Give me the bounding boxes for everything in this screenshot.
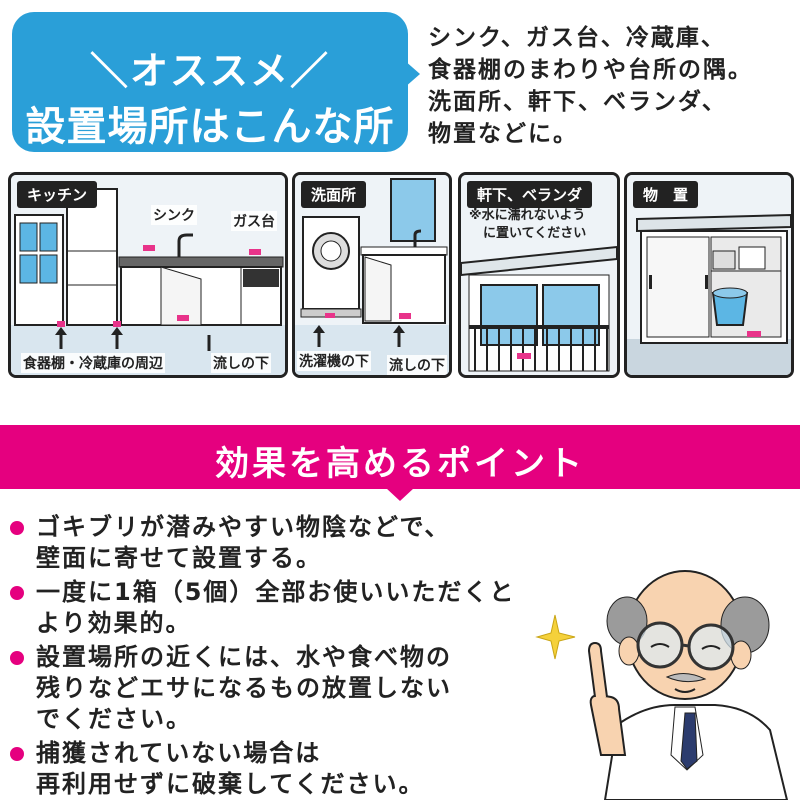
bubble-title-line2: 設置場所はこんな所: [25, 104, 395, 150]
arrow-up-icon: [55, 327, 67, 349]
panel-washroom: 洗面所 洗濯機の下 流しの下: [292, 172, 452, 378]
panel-tag-shed: 物 置: [633, 181, 699, 208]
point-line: 壁面に寄せて設置する。: [36, 544, 322, 572]
list-item: 一度に1箱（5個）全部お使いいただくと より効果的。: [10, 577, 570, 639]
list-item: 捕獲されていない場合は 再利用せずに破棄してください。: [10, 738, 570, 800]
kitchen-illustration: [11, 175, 285, 375]
sparkle-icon: [535, 614, 576, 660]
intro-line: 物置などに。: [428, 121, 578, 147]
intro-line: 食器棚のまわりや台所の隅。: [428, 57, 753, 83]
point-line: より効果的。: [36, 609, 192, 637]
effect-points-list: ゴキブリが潜みやすい物陰などで、 壁面に寄せて設置する。 一度に1箱（5個）全部…: [10, 512, 570, 803]
intro-line: 洗面所、軒下、ベランダ、: [428, 89, 727, 115]
effect-heading-band: 効果を高めるポイント: [0, 425, 800, 489]
panel-tag-veranda: 軒下、ベランダ: [467, 181, 593, 208]
panel-tag-kitchen: キッチン: [17, 181, 98, 208]
veranda-note-line1: ※水に濡れないよう: [469, 208, 586, 223]
shed-illustration: [627, 175, 791, 375]
veranda-note-line2: に置いてください: [483, 226, 587, 241]
list-item: ゴキブリが潜みやすい物陰などで、 壁面に寄せて設置する。: [10, 512, 570, 574]
bullet-dot-icon: [10, 586, 24, 600]
point-line: 捕獲されていない場合は: [36, 739, 322, 767]
label-under-sink: 流しの下: [211, 353, 271, 373]
arrow-up-icon: [313, 325, 325, 347]
point-line: 設置場所の近くには、水や食べ物の: [36, 643, 452, 671]
intro-text: シンク、ガス台、冷蔵庫、 食器棚のまわりや台所の隅。 洗面所、軒下、ベランダ、 …: [428, 22, 794, 150]
label-under-sink: 流しの下: [387, 355, 447, 375]
arrow-up-icon: [393, 325, 405, 347]
label-under-washer: 洗濯機の下: [297, 351, 371, 371]
arrow-up-icon: [111, 327, 123, 349]
point-line: ゴキブリが潜みやすい物陰などで、: [36, 513, 451, 541]
panel-shed: 物 置: [624, 172, 794, 378]
bullet-dot-icon: [10, 747, 24, 761]
recommend-bubble: ＼オススメ／ 設置場所はこんな所: [12, 12, 408, 152]
band-tail: [386, 488, 414, 501]
point-line: でください。: [36, 705, 192, 733]
bullet-dot-icon: [10, 521, 24, 535]
label-sink: シンク: [151, 205, 197, 225]
panel-tag-washroom: 洗面所: [301, 181, 367, 208]
veranda-illustration: [461, 175, 617, 375]
panel-veranda: 軒下、ベランダ ※水に濡れないよう に置いてください: [458, 172, 620, 378]
bullet-dot-icon: [10, 651, 24, 665]
point-line: 一度に1箱（5個）全部お使いいただくと: [36, 578, 516, 606]
point-line: 再利用せずに破棄してください。: [36, 770, 425, 798]
intro-line: シンク、ガス台、冷蔵庫、: [428, 25, 726, 51]
bubble-tail: [404, 60, 420, 88]
label-stove: ガス台: [231, 211, 277, 231]
washroom-illustration: [295, 175, 449, 375]
list-item: 設置場所の近くには、水や食べ物の 残りなどエサになるもの放置しない でください。: [10, 642, 570, 735]
effect-title: 効果を高めるポイント: [215, 444, 585, 484]
doctor-illustration: [535, 570, 789, 800]
panel-kitchen: キッチン シンク ガス台 食器棚・冷蔵庫の周辺 流しの下: [8, 172, 288, 378]
point-line: 残りなどエサになるもの放置しない: [36, 674, 452, 702]
bubble-title-line1: ＼オススメ／: [89, 49, 330, 93]
label-cupboard-area: 食器棚・冷蔵庫の周辺: [21, 353, 165, 373]
